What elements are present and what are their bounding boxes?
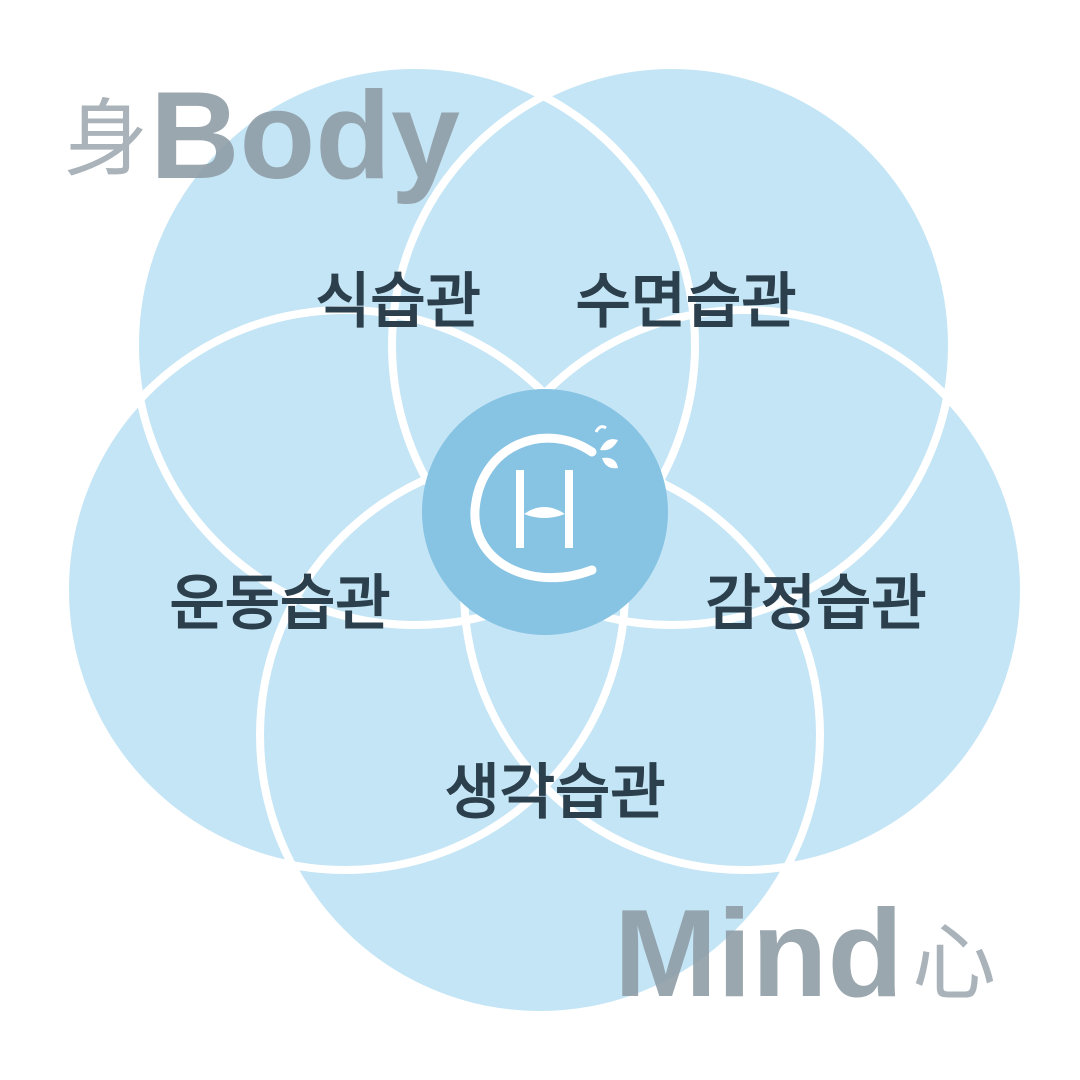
ch-leaf-logo-icon <box>470 425 618 583</box>
center-logo <box>422 389 668 635</box>
habit-label-emotion: 감정습관 <box>706 569 927 639</box>
mind-word: Mind <box>614 885 903 1023</box>
petal-outline-sleep <box>388 61 956 629</box>
mind-hanja: 心 <box>912 914 996 1012</box>
body-hanja: 身 <box>64 90 148 188</box>
body-word: Body <box>150 67 460 205</box>
habit-label-sleep: 수면습관 <box>576 267 797 337</box>
habit-label-exercise: 운동습관 <box>170 569 391 639</box>
habit-label-thought: 생각습관 <box>445 758 666 828</box>
petal-thought <box>260 455 820 1015</box>
mind-heading: Mind 心 <box>614 885 996 1023</box>
habit-labels: 식습관 수면습관 운동습관 감정습관 생각습관 <box>170 267 927 828</box>
body-heading: 身 Body <box>64 67 460 205</box>
habit-label-food: 식습관 <box>315 267 481 337</box>
petal-outline-food <box>131 61 699 629</box>
